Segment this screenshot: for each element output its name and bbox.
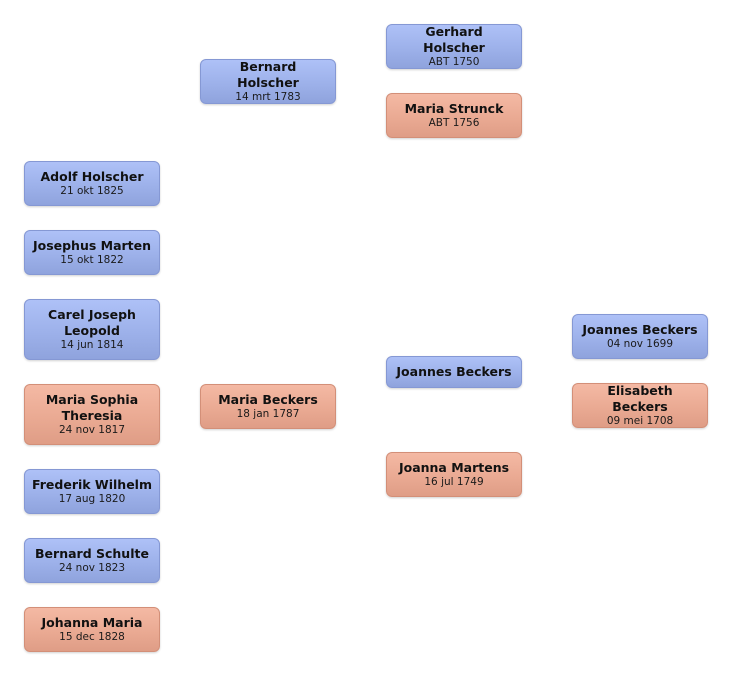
person-name: Josephus Marten [32,238,152,253]
person-box-maria-beckers[interactable]: Maria Beckers 18 jan 1787 [200,384,336,429]
person-date: 09 mei 1708 [606,415,674,427]
person-box-bernard-holscher[interactable]: Bernard Holscher 14 mrt 1783 [200,59,336,104]
person-name: Gerhard Holscher [423,24,485,55]
person-name: Maria Strunck [404,101,504,116]
person-date: 14 mrt 1783 [235,91,301,103]
person-box-elisabeth-beckers[interactable]: Elisabeth Beckers 09 mei 1708 [572,383,708,428]
person-box-maria-strunck[interactable]: Maria Strunck ABT 1756 [386,93,522,138]
person-date: 15 dec 1828 [59,631,125,643]
person-box-adolf-holscher[interactable]: Adolf Holscher 21 okt 1825 [24,161,160,206]
person-date: 16 jul 1749 [424,476,484,488]
person-box-frederik-wilhelm[interactable]: Frederik Wilhelm 17 aug 1820 [24,469,160,514]
person-name: Johanna Maria [41,615,143,630]
person-box-bernard-schulte[interactable]: Bernard Schulte 24 nov 1823 [24,538,160,583]
person-date: 15 okt 1822 [60,254,124,266]
person-date: ABT 1756 [428,117,480,129]
person-box-joanna-martens[interactable]: Joanna Martens 16 jul 1749 [386,452,522,497]
person-date: ABT 1750 [428,56,480,68]
person-name: Joanna Martens [398,460,510,475]
person-box-carel-joseph-leopold[interactable]: Carel Joseph Leopold 14 jun 1814 [24,299,160,360]
person-box-maria-sophia-theresia[interactable]: Maria Sophia Theresia 24 nov 1817 [24,384,160,445]
person-name: Maria Beckers [218,392,318,407]
person-box-gerhard-holscher[interactable]: Gerhard Holscher ABT 1750 [386,24,522,69]
person-date: 17 aug 1820 [58,493,126,505]
person-name: Bernard Schulte [35,546,149,561]
person-box-johanna-maria[interactable]: Johanna Maria 15 dec 1828 [24,607,160,652]
person-date: 04 nov 1699 [606,338,674,350]
person-name: Joannes Beckers [582,322,698,337]
person-date: 21 okt 1825 [60,185,124,197]
person-name: Carel Joseph Leopold [48,307,136,338]
person-name: Frederik Wilhelm [32,477,152,492]
person-box-josephus-marten[interactable]: Josephus Marten 15 okt 1822 [24,230,160,275]
person-box-joannes-beckers[interactable]: Joannes Beckers [386,356,522,388]
person-name: Elisabeth Beckers [607,383,673,414]
person-date: 24 nov 1823 [58,562,126,574]
person-name: Adolf Holscher [40,169,144,184]
person-box-joannes-beckers-sr[interactable]: Joannes Beckers 04 nov 1699 [572,314,708,359]
person-date: 14 jun 1814 [60,339,124,351]
person-date: 24 nov 1817 [58,424,126,436]
person-date: 18 jan 1787 [236,408,300,420]
person-name: Maria Sophia Theresia [45,392,139,423]
person-name: Joannes Beckers [396,364,512,379]
person-name: Bernard Holscher [237,59,299,90]
